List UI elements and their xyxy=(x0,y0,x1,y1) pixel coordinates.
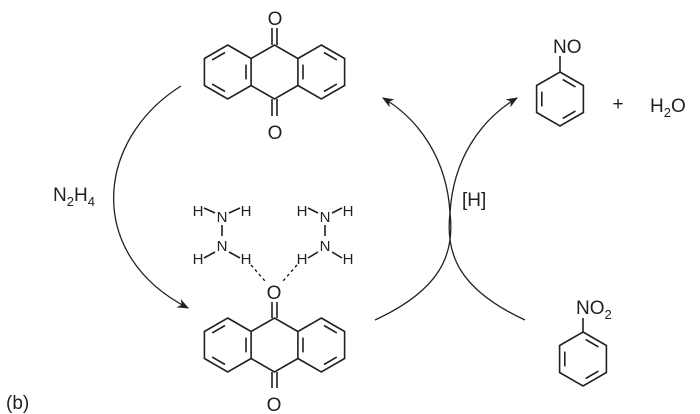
anthraquinone-top: O O xyxy=(268,9,283,144)
n-h-bonds xyxy=(203,207,241,259)
hydrogen-atom: H xyxy=(343,251,354,268)
hydrazine-right: H H N N H H xyxy=(297,203,354,268)
hydrazine-reduction-arrow xyxy=(113,85,190,309)
panel-label: (b) xyxy=(6,393,29,414)
water: H2O xyxy=(650,96,686,120)
nitrogen-atom: N xyxy=(217,209,228,226)
nitrogen-atom: N xyxy=(320,238,331,255)
hydrogen-atom: H xyxy=(297,203,308,220)
hydrogen-atom: H xyxy=(193,203,204,220)
hydrogen-atom: H xyxy=(241,203,252,220)
ring-bonds xyxy=(203,44,608,387)
benzene-ring xyxy=(203,44,252,100)
anthraquinone-hydrazine-complex: O O H H N N H H H H N N H H xyxy=(193,203,354,414)
quinone-ring xyxy=(250,317,299,373)
hydrogen-atom: H xyxy=(343,203,354,220)
carbonyl-double-bond xyxy=(271,302,278,318)
nitrogen-atom: N xyxy=(217,238,228,255)
hydrogen-atom: H xyxy=(297,251,308,268)
oxygen-atom: O xyxy=(267,283,282,304)
hydrazine-left: H H N N H H xyxy=(193,203,252,268)
nitrobenzene: NO2 xyxy=(576,298,612,332)
benzene-ring xyxy=(297,317,346,373)
nitro-reduction-arrow xyxy=(448,97,526,321)
benzene-ring xyxy=(558,331,608,387)
quinone-ring xyxy=(250,44,299,100)
hydrazine-label: N2H4 xyxy=(53,185,95,209)
nitro-group: NO2 xyxy=(576,298,612,322)
carbonyl-double-bond xyxy=(271,28,278,45)
reductant-label: [H] xyxy=(462,190,486,211)
carbonyl-double-bond xyxy=(271,99,278,116)
nitrosobenzene: NO xyxy=(553,37,582,72)
oxygen-atom: O xyxy=(268,123,283,144)
carbonyl-double-bond xyxy=(271,372,278,388)
benzene-ring xyxy=(297,44,346,100)
regeneration-arrow xyxy=(374,97,452,321)
hydrogen-bond-dashes xyxy=(250,264,298,282)
hydrogen-atom: H xyxy=(193,251,204,268)
plus-sign: + xyxy=(612,94,623,115)
oxygen-atom: O xyxy=(267,395,282,414)
nitroso-group: NO xyxy=(553,37,582,58)
n-h-bonds xyxy=(307,207,343,259)
nitrogen-atom: N xyxy=(320,209,331,226)
benzene-ring xyxy=(203,317,252,373)
benzene-ring xyxy=(535,71,585,127)
oxygen-atom: O xyxy=(268,9,283,30)
hydrogen-atom: H xyxy=(241,251,252,268)
